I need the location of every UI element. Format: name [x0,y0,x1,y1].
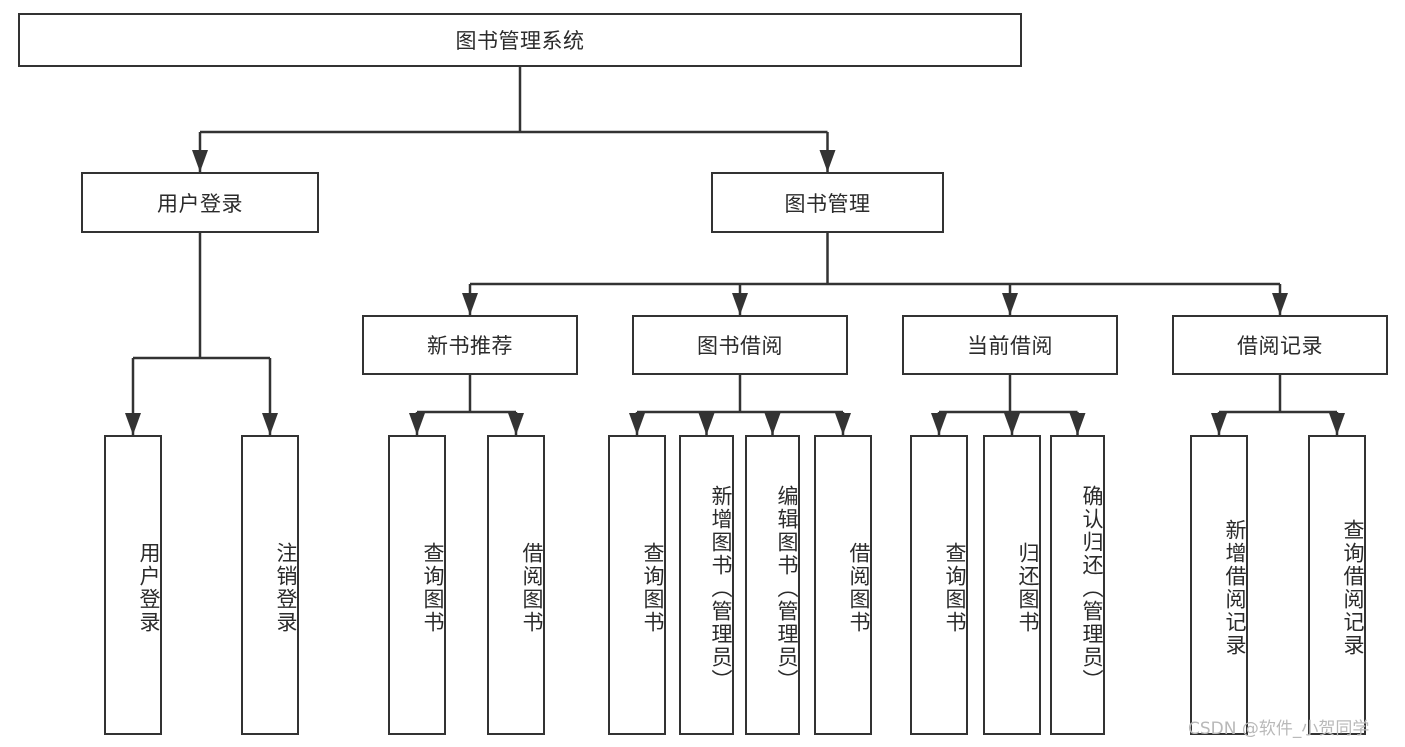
arrowhead-icon [125,413,141,435]
arrowhead-icon [192,150,208,172]
node-leaf-book-borrow[interactable]: 借阅图书 [814,435,872,735]
arrowhead-icon [835,413,851,435]
arrowhead-icon [732,293,748,315]
node-user-login[interactable]: 用户登录 [81,172,319,233]
node-label: 注销登录 [274,542,298,634]
node-label: 用户登录 [137,542,161,634]
node-book-borrow[interactable]: 图书借阅 [632,315,848,375]
node-label: 图书管理系统 [455,29,585,53]
arrowhead-icon [262,413,278,435]
node-label: 查询图书 [421,542,445,634]
node-leaf-rec-borrow[interactable]: 借阅图书 [487,435,545,735]
node-label: 借阅记录 [1237,334,1323,358]
node-leaf-book-add[interactable]: 新增图书（管理员） [679,435,734,735]
arrowhead-icon [819,150,836,172]
node-label: 新增图书（管理员） [709,484,733,692]
node-label: 当前借阅 [967,334,1053,358]
arrowhead-icon [409,413,425,435]
arrowhead-icon [1004,413,1020,435]
node-label: 编辑图书（管理员） [775,484,799,692]
node-new-book-rec[interactable]: 新书推荐 [362,315,578,375]
node-label: 归还图书 [1016,542,1040,634]
node-leaf-book-edit[interactable]: 编辑图书（管理员） [745,435,800,735]
arrowhead-icon [1211,413,1227,435]
node-leaf-user-logout[interactable]: 注销登录 [241,435,299,735]
node-label: 查询借阅记录 [1341,519,1365,657]
node-label: 新增借阅记录 [1223,519,1247,657]
node-label: 图书借阅 [697,334,783,358]
node-leaf-rec-query[interactable]: 查询图书 [388,435,446,735]
node-current-borrow[interactable]: 当前借阅 [902,315,1118,375]
arrowhead-icon [764,413,781,435]
node-label: 借阅图书 [520,542,544,634]
arrowhead-icon [931,413,947,435]
node-leaf-rec-query2[interactable]: 查询借阅记录 [1308,435,1366,735]
arrowhead-icon [508,413,524,435]
node-borrow-record[interactable]: 借阅记录 [1172,315,1388,375]
arrowhead-icon [629,413,645,435]
node-label: 借阅图书 [847,542,871,634]
watermark-text: CSDN @软件_小贺同学 [1188,719,1370,739]
node-leaf-cur-return[interactable]: 归还图书 [983,435,1041,735]
arrowhead-icon [1002,293,1018,315]
node-leaf-borrow-query[interactable]: 查询图书 [608,435,666,735]
arrowhead-icon [1329,413,1345,435]
node-root[interactable]: 图书管理系统 [18,13,1022,67]
node-leaf-cur-query[interactable]: 查询图书 [910,435,968,735]
node-label: 图书管理 [784,191,871,216]
arrowhead-icon [1069,413,1086,435]
node-label: 新书推荐 [427,334,513,358]
node-leaf-rec-add[interactable]: 新增借阅记录 [1190,435,1248,735]
arrowhead-icon [698,413,715,435]
node-book-manage[interactable]: 图书管理 [711,172,944,233]
arrowhead-icon [1272,293,1288,315]
node-leaf-user-login[interactable]: 用户登录 [104,435,162,735]
node-label: 用户登录 [157,191,243,216]
node-label: 查询图书 [641,542,665,634]
node-leaf-cur-confirm[interactable]: 确认归还（管理员） [1050,435,1105,735]
arrowhead-icon [462,293,478,315]
node-label: 确认归还（管理员） [1080,484,1104,692]
node-label: 查询图书 [943,542,967,634]
